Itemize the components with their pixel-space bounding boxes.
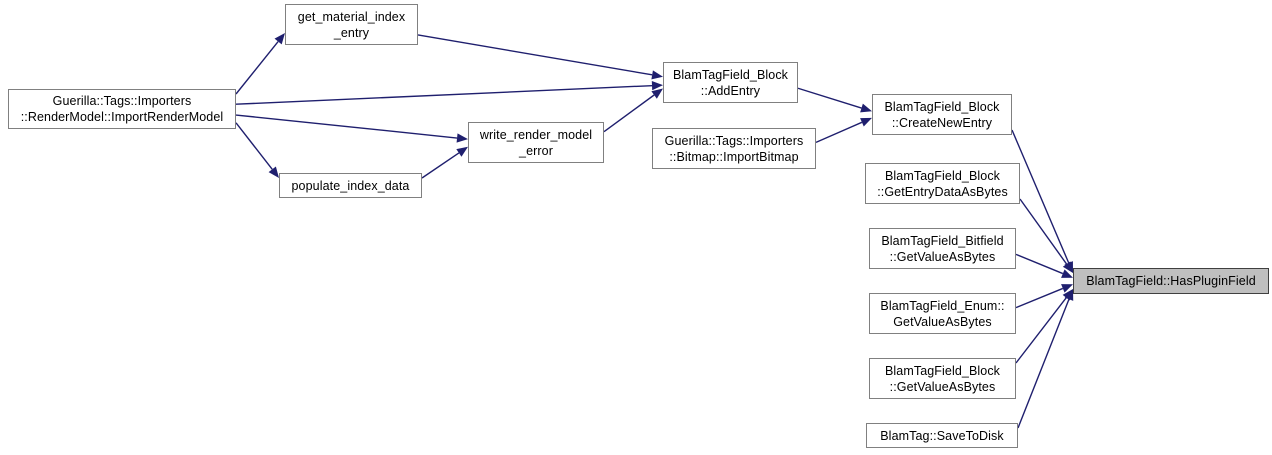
graph-node-label: BlamTagField_Bitfield ::GetValueAsBytes — [881, 233, 1004, 264]
graph-node-label: BlamTagField_Block ::AddEntry — [672, 67, 789, 98]
graph-node-label: BlamTagField_Block ::CreateNewEntry — [884, 99, 1000, 130]
graph-edge-add_entry-to-create_new_entry — [797, 87, 862, 109]
graph-node-label: write_render_model _error — [479, 127, 593, 158]
graph-node-label: BlamTagField_Block ::GetEntryDataAsBytes — [877, 168, 1008, 199]
graph-node-has_plugin_field[interactable]: BlamTagField::HasPluginField — [1073, 268, 1269, 294]
graph-node-save_to_disk[interactable]: BlamTag::SaveToDisk — [866, 423, 1018, 448]
graph-node-label: BlamTag::SaveToDisk — [880, 428, 1004, 443]
graph-edge-bitfield_get_value_as_bytes-to-has_plugin_field — [1015, 253, 1064, 275]
graph-node-get_entry_data_as_bytes[interactable]: BlamTagField_Block ::GetEntryDataAsBytes — [865, 163, 1020, 204]
graph-edge-populate_index_data-to-write_render_model_error — [421, 152, 460, 179]
graph-node-label: populate_index_data — [291, 178, 410, 193]
graph-node-label: Guerilla::Tags::Importers ::RenderModel:… — [20, 94, 224, 124]
graph-node-import_bitmap[interactable]: Guerilla::Tags::Importers ::Bitmap::Impo… — [652, 128, 816, 169]
graph-edge-write_render_model_error-to-add_entry — [603, 94, 655, 133]
graph-node-label: BlamTagField_Block ::GetValueAsBytes — [884, 363, 1001, 394]
graph-node-label: get_material_index _entry — [297, 9, 406, 40]
graph-arrowhead-add_entry-to-create_new_entry — [860, 103, 872, 113]
graph-arrowhead-get_entry_data_as_bytes-to-has_plugin_field — [1062, 261, 1073, 273]
graph-arrowhead-bitfield_get_value_as_bytes-to-has_plugin_field — [1061, 269, 1073, 278]
graph-edge-import_render_model-to-get_material_index_entry — [235, 41, 279, 95]
graph-node-import_render_model[interactable]: Guerilla::Tags::Importers ::RenderModel:… — [8, 89, 236, 129]
graph-edge-import_bitmap-to-create_new_entry — [815, 121, 863, 144]
graph-edge-import_render_model-to-populate_index_data — [235, 122, 273, 170]
graph-edge-save_to_disk-to-has_plugin_field — [1017, 298, 1070, 429]
graph-node-enum_get_value_as_bytes[interactable]: BlamTagField_Enum:: GetValueAsBytes — [869, 293, 1016, 334]
graph-node-block_get_value_as_bytes[interactable]: BlamTagField_Block ::GetValueAsBytes — [869, 358, 1016, 399]
graph-arrowhead-enum_get_value_as_bytes-to-has_plugin_field — [1061, 284, 1073, 293]
graph-arrowhead-populate_index_data-to-write_render_model_error — [456, 146, 468, 157]
graph-edge-get_entry_data_as_bytes-to-has_plugin_field — [1019, 198, 1068, 265]
graph-edge-enum_get_value_as_bytes-to-has_plugin_field — [1015, 287, 1064, 309]
graph-node-label: Guerilla::Tags::Importers ::Bitmap::Impo… — [664, 133, 804, 164]
graph-arrowhead-write_render_model_error-to-add_entry — [651, 88, 663, 99]
graph-node-add_entry[interactable]: BlamTagField_Block ::AddEntry — [663, 62, 798, 103]
graph-node-label: BlamTagField::HasPluginField — [1086, 274, 1256, 288]
graph-arrowhead-import_bitmap-to-create_new_entry — [860, 117, 872, 127]
graph-arrowhead-import_render_model-to-populate_index_data — [268, 166, 279, 178]
graph-node-bitfield_get_value_as_bytes[interactable]: BlamTagField_Bitfield ::GetValueAsBytes — [869, 228, 1016, 269]
graph-node-write_render_model_error[interactable]: write_render_model _error — [468, 122, 604, 163]
graph-node-create_new_entry[interactable]: BlamTagField_Block ::CreateNewEntry — [872, 94, 1012, 135]
graph-edge-import_render_model-to-add_entry — [235, 84, 653, 105]
graph-node-populate_index_data[interactable]: populate_index_data — [279, 173, 422, 198]
graph-arrowhead-get_material_index_entry-to-add_entry — [651, 70, 663, 80]
graph-edge-get_material_index_entry-to-add_entry — [417, 34, 653, 76]
graph-arrowhead-import_render_model-to-add_entry — [651, 81, 663, 91]
graph-edge-create_new_entry-to-has_plugin_field — [1011, 129, 1070, 264]
graph-arrowhead-save_to_disk-to-has_plugin_field — [1064, 289, 1074, 301]
graph-edge-block_get_value_as_bytes-to-has_plugin_field — [1015, 297, 1067, 364]
graph-node-get_material_index_entry[interactable]: get_material_index _entry — [285, 4, 418, 45]
graph-arrowhead-import_render_model-to-get_material_index_entry — [274, 32, 285, 45]
graph-node-label: BlamTagField_Enum:: GetValueAsBytes — [880, 298, 1005, 329]
graph-arrowhead-import_render_model-to-write_render_model_error — [456, 133, 468, 143]
graph-edge-import_render_model-to-write_render_model_error — [235, 114, 458, 139]
